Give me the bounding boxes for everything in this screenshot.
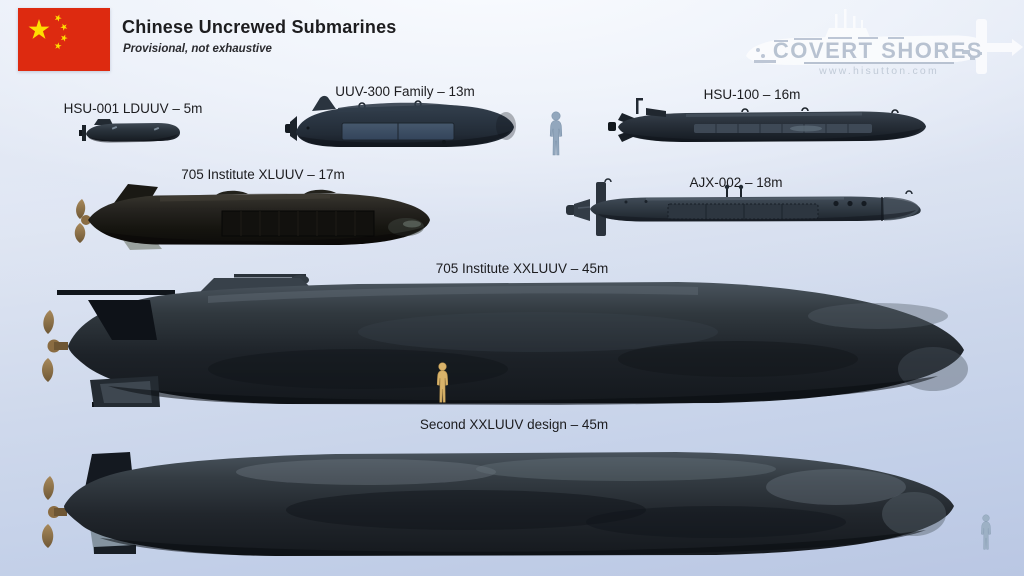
label-uuv-300: UUV-300 Family – 13m [335,84,475,99]
china-flag-stars-icon [28,13,70,50]
scale-figure-icon [433,362,452,404]
logo-text: COVERT SHORES [773,38,983,63]
submarine-second-xxluuv [36,442,968,560]
scale-figure-icon [546,111,566,157]
logo-url: www.hisutton.com [818,65,939,77]
submarine-uuv-300 [282,94,524,158]
submarine-ajx-002 [548,178,938,240]
submarine-705-xluuv-icon [74,184,430,250]
submarine-ajx-002-icon [566,178,921,236]
propeller-icon [43,476,54,500]
submarine-705-xxluuv-icon [42,274,968,407]
submarine-hsu-001 [78,117,184,149]
label-hsu-001: HSU-001 LDUUV – 5m [63,101,203,116]
label-705-xxluuv: 705 Institute XXLUUV – 45m [435,261,609,276]
submarine-hsu-100-icon [608,98,926,142]
propeller-icon [76,199,86,219]
submarine-hsu-001-icon [79,119,180,143]
label-ajx-002: AJX-002 – 18m [689,175,783,190]
submarine-hsu-100 [594,98,930,152]
covert-shores-logo: COVERT SHORES www.hisutton.com [738,6,1024,88]
submarine-uuv-300-icon [285,95,516,147]
submarine-705-xxluuv [38,274,973,410]
label-second-xxluuv: Second XXLUUV design – 45m [419,417,609,432]
page-subtitle: Provisional, not exhaustive [123,43,272,55]
label-705-xluuv: 705 Institute XLUUV – 17m [181,167,345,182]
propeller-icon [43,310,54,334]
label-hsu-100: HSU-100 – 16m [703,87,801,102]
page-title: Chinese Uncrewed Submarines [122,17,397,37]
china-flag [18,8,110,71]
scale-figure-icon [978,514,994,551]
submarine-705-xluuv [70,183,446,251]
submarine-second-xxluuv-icon [42,452,954,556]
submarine-silhouette-icon: COVERT SHORES www.hisutton.com [746,9,1023,77]
